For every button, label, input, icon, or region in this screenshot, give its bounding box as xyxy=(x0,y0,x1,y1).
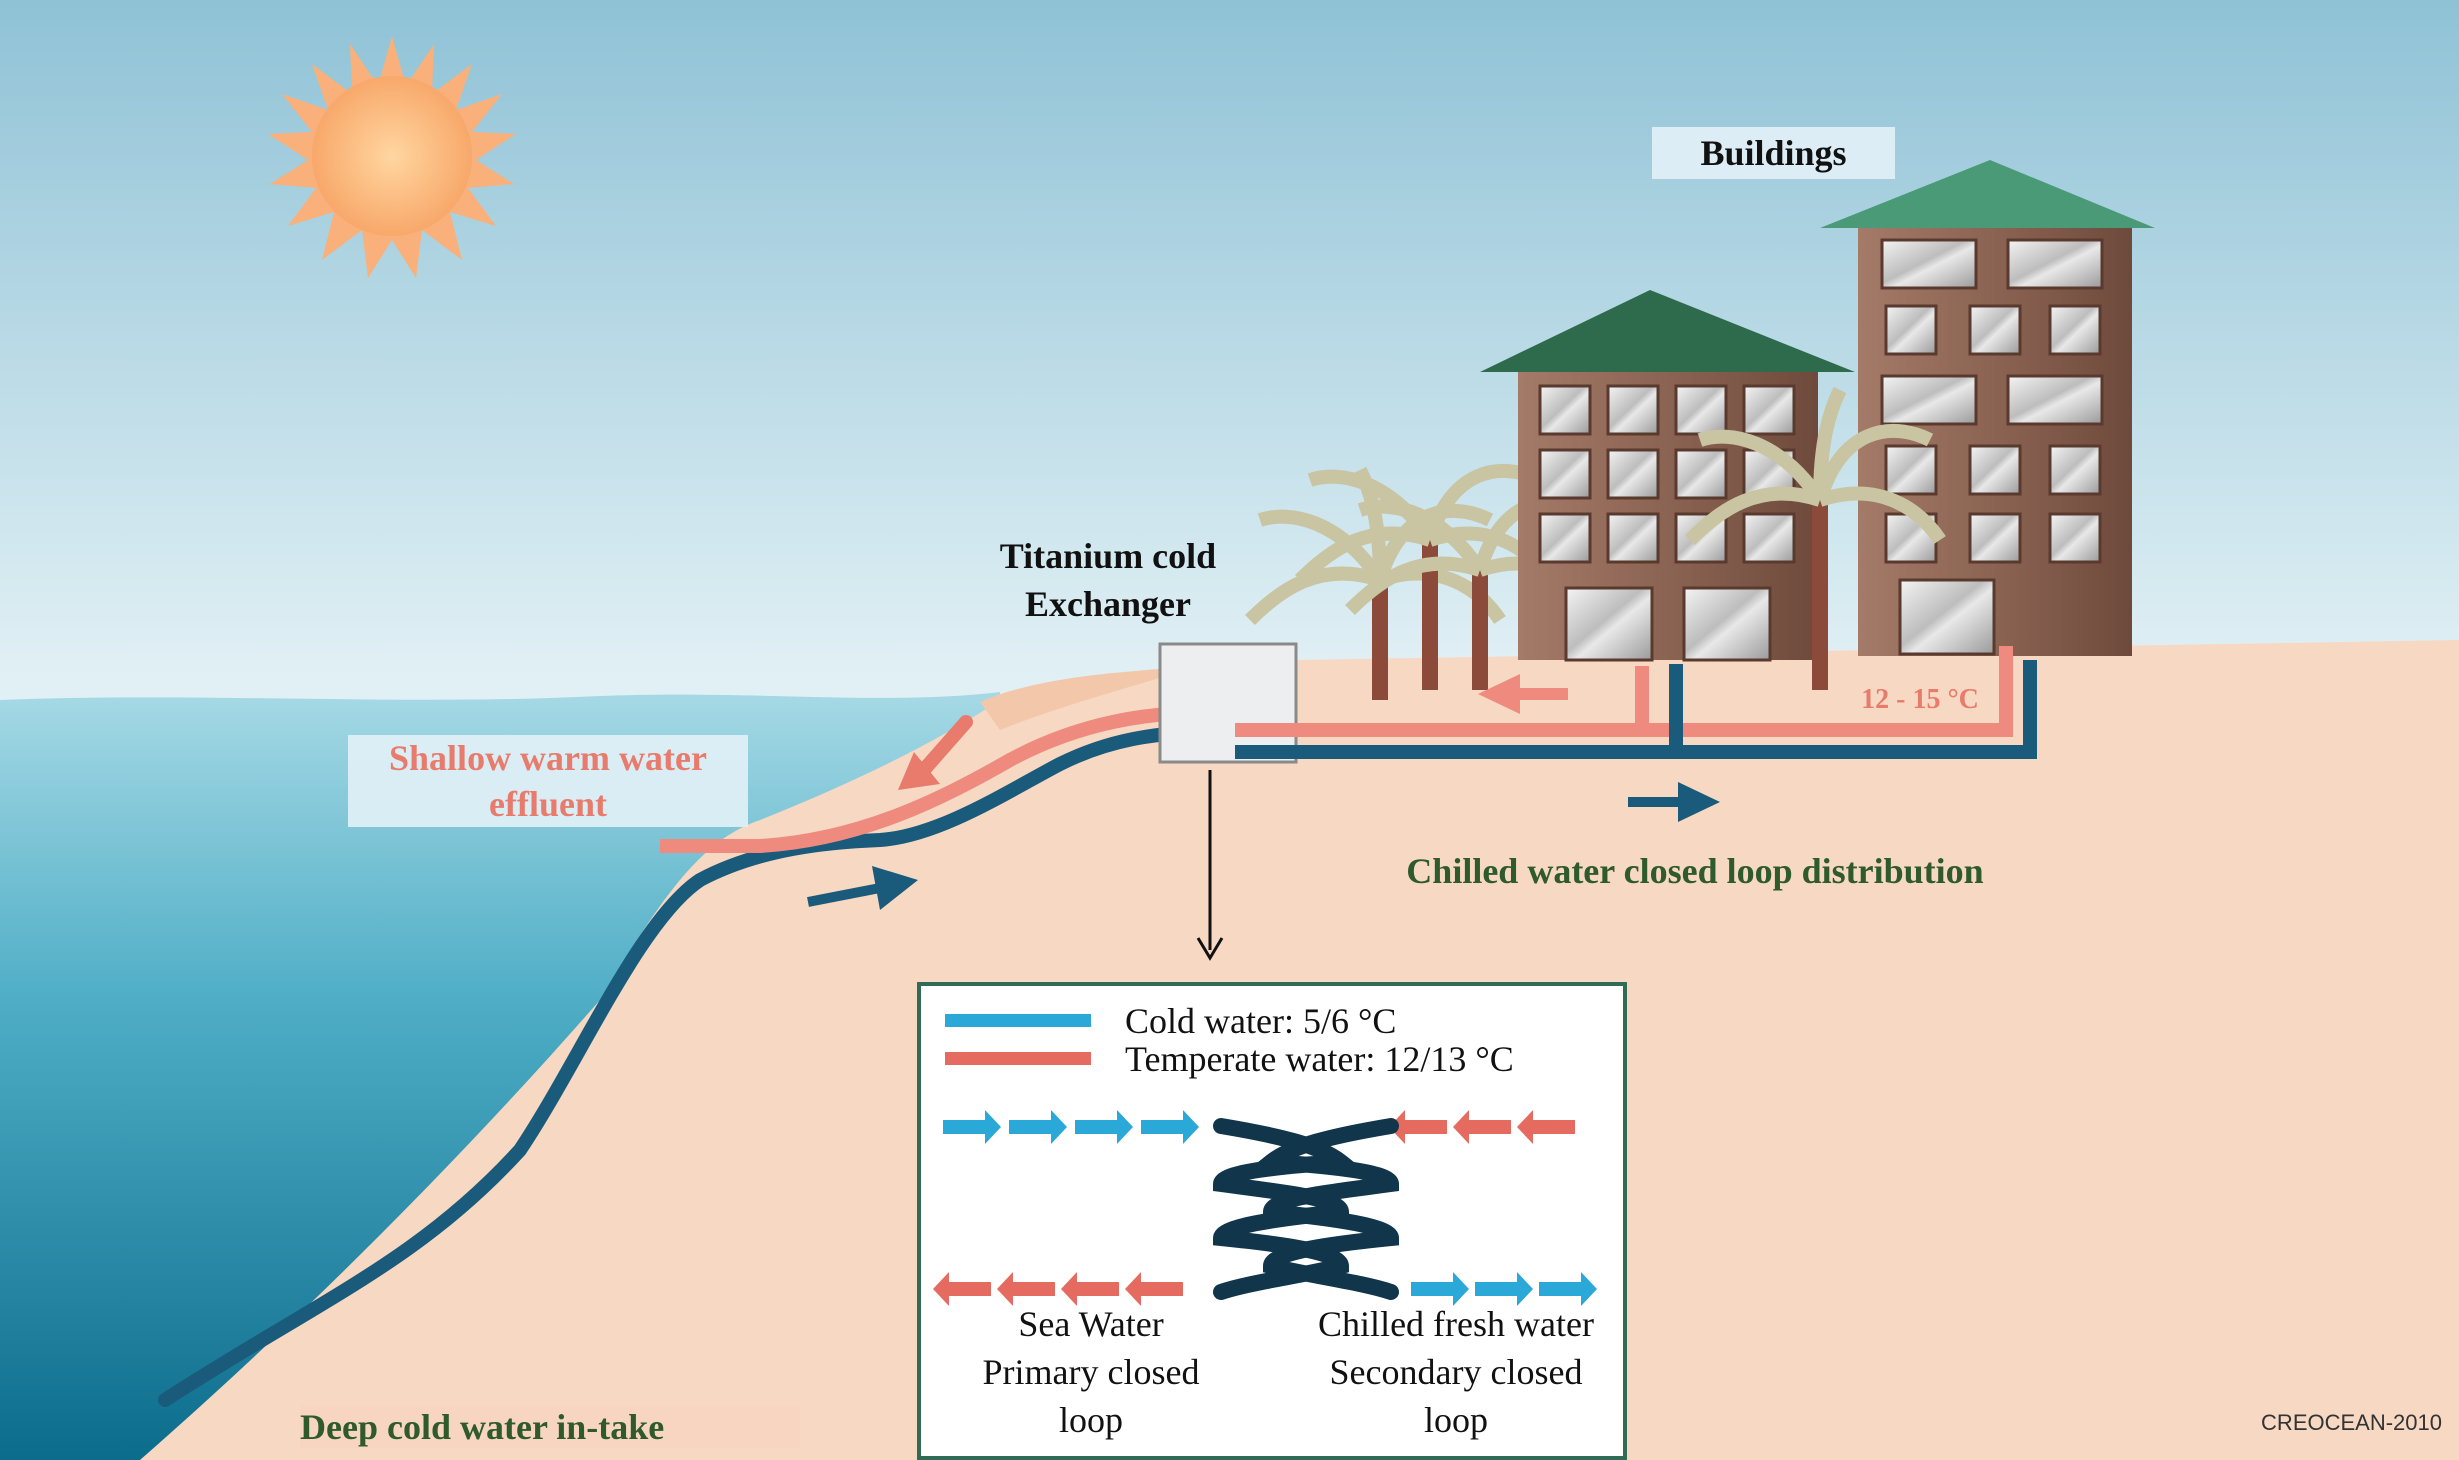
flow-arrow-return xyxy=(1478,674,1568,714)
legend-cold-text: Cold water: 5/6 °C xyxy=(1125,1001,1397,1041)
legend-cold-swatch xyxy=(945,1014,1091,1027)
heat-exchanger-coils xyxy=(1212,1118,1400,1300)
building-right xyxy=(1820,160,2155,656)
fresh-water-caption: Chilled fresh water Secondary closed loo… xyxy=(1291,1300,1621,1444)
legend-warm-swatch xyxy=(945,1052,1091,1065)
flow-arrow-intake xyxy=(807,866,918,910)
sea-caption-line1: Sea Water xyxy=(1018,1304,1164,1344)
intake-label: Deep cold water in-take xyxy=(300,1406,800,1448)
cold-intake-pipe xyxy=(158,723,1219,1407)
fresh-caption-line1: Chilled fresh water xyxy=(1318,1304,1594,1344)
palm-trees-front xyxy=(1685,386,1946,690)
flow-arrow-effluent xyxy=(898,715,973,790)
sun-icon xyxy=(268,36,516,278)
legend-warm-row: Temperate water: 12/13 °C xyxy=(921,1038,1621,1079)
exchanger-label-line1: Titanium cold xyxy=(999,536,1217,576)
effluent-label-line2: effluent xyxy=(489,784,607,824)
shore-highlight xyxy=(980,666,1200,730)
warm-effluent-pipe xyxy=(660,705,1213,853)
flow-arrow-supply xyxy=(1628,782,1720,822)
exchanger-label-line2: Exchanger xyxy=(1025,584,1191,624)
distribution-label: Chilled water closed loop distribution xyxy=(1406,851,1984,891)
bottom-warm-arrows xyxy=(933,1272,1183,1306)
fresh-caption-line2: Secondary closed xyxy=(1329,1352,1583,1392)
sea-caption-line2: Primary closed xyxy=(982,1352,1200,1392)
legend-warm-text: Temperate water: 12/13 °C xyxy=(1125,1039,1514,1079)
credit-label: CREOCEAN-2010 xyxy=(2261,1410,2442,1435)
effluent-label-line1: Shallow warm water xyxy=(389,738,707,778)
effluent-label: Shallow warm water effluent xyxy=(348,735,748,827)
exchanger-label: Titanium cold Exchanger xyxy=(938,532,1278,628)
buildings-label: Buildings xyxy=(1652,127,1895,179)
bottom-cold-arrows xyxy=(1411,1272,1597,1306)
warm-return-pipe xyxy=(1235,646,2013,737)
palm-trees xyxy=(1245,463,1606,700)
building-temperature-label: 12 - 15 °C xyxy=(1861,684,1979,715)
detail-pointer-arrow xyxy=(1196,770,1224,961)
cold-supply-pipe xyxy=(1235,660,2037,759)
sea-water-caption: Sea Water Primary closed loop xyxy=(941,1300,1241,1444)
top-warm-arrows xyxy=(1389,1110,1575,1144)
building-left xyxy=(1480,290,1855,662)
titanium-exchanger xyxy=(1158,642,1298,764)
fresh-caption-line3: loop xyxy=(1423,1400,1488,1440)
exchanger-detail-graphic xyxy=(933,1110,1597,1306)
top-cold-arrows xyxy=(943,1110,1199,1144)
exchanger-detail-legend: Cold water: 5/6 °C Temperate water: 12/1… xyxy=(917,982,1627,1460)
legend-cold-row: Cold water: 5/6 °C xyxy=(921,1000,1621,1041)
sea-caption-line3: loop xyxy=(1058,1400,1123,1440)
